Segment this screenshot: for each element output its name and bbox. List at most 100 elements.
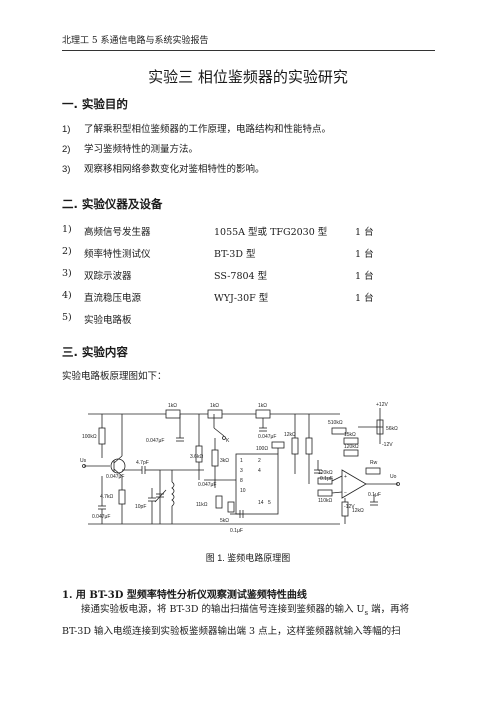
- label-110k: 110kΩ: [318, 498, 332, 504]
- ic-pin: 14: [258, 500, 264, 506]
- label-11k: 11kΩ: [196, 502, 208, 508]
- paragraph-text-tail: 端，再将: [368, 604, 410, 615]
- label-120k-b: 120kΩ: [318, 470, 333, 476]
- resistor-100k: [98, 427, 106, 445]
- item-number: 5): [62, 312, 72, 323]
- equipment-name: 双踪示波器: [84, 271, 132, 282]
- figure-caption: 图 1. 鉴频电路原理图: [205, 553, 291, 563]
- item-number: 3): [62, 268, 72, 279]
- ic-multiplier: [235, 453, 279, 515]
- equipment-name: 实验电路板: [84, 315, 132, 326]
- label-m12-opamp: -12V: [344, 504, 355, 510]
- label-rw: Rw: [370, 460, 378, 466]
- label-01-a: 0.1μF: [230, 528, 243, 534]
- label-1k-b: 1kΩ: [210, 403, 219, 409]
- resistor-510k: [331, 427, 347, 435]
- item-number: 2): [62, 246, 72, 257]
- label-0047-mid: 0.047μF: [198, 482, 216, 488]
- equipment-row: 1) 高频信号发生器 1055A 型或 TFG2030 型 1 台: [62, 224, 382, 238]
- paragraph-text: 接通实验板电源，将 BT-3D 的输出扫描信号连接到鉴频器的输入 U: [81, 604, 365, 615]
- equipment-qty: 1 台: [355, 249, 374, 260]
- resistor-15k: [343, 437, 359, 445]
- equipment-name: 频率特性测试仪: [84, 249, 151, 260]
- label-3-6k: 3.6kΩ: [190, 454, 203, 460]
- subsection-heading: 1. 用 BT-3D 型频率特性分析仪观察测试鉴频特性曲线: [62, 590, 307, 601]
- equipment-qty: 1 台: [355, 227, 374, 238]
- resistor-1k-a: [165, 409, 181, 419]
- label-4-7k: 4.7kΩ: [100, 494, 113, 500]
- paragraph-line: 接通实验板电源，将 BT-3D 的输出扫描信号连接到鉴频器的输入 Us 端，再将: [62, 600, 437, 623]
- section-heading-purpose: 一. 实验目的: [62, 97, 128, 111]
- equipment-qty: 1 台: [355, 271, 374, 282]
- label-1k-a: 1kΩ: [168, 403, 177, 409]
- label-100k: 100kΩ: [82, 434, 97, 440]
- ic-pin: 10: [240, 488, 246, 494]
- equipment-model: BT-3D 型: [214, 249, 256, 260]
- label-0047-left: 0.047μF: [92, 514, 110, 520]
- resistor-rw: [365, 467, 381, 475]
- inductor-coil: [171, 481, 175, 507]
- section-heading-equipment: 二. 实验仪器及设备: [62, 197, 163, 211]
- op-amp-minus: −: [344, 490, 347, 496]
- equipment-qty: 1 台: [355, 293, 374, 304]
- label-56k: 56kΩ: [386, 426, 398, 432]
- resistor-110k: [317, 489, 333, 497]
- resistor-11k: [215, 495, 223, 509]
- resistor-4-7k: [118, 489, 126, 505]
- page-header: 北理工 5 系通信电路与系统实验报告: [62, 34, 435, 51]
- label-120k-a: 120kΩ: [344, 444, 359, 450]
- label-uo: Uo: [390, 474, 397, 480]
- label-12k-b: 12kΩ: [352, 508, 364, 514]
- resistor-3k: [211, 449, 219, 467]
- item-number: 3): [62, 164, 71, 175]
- equipment-model: 1055A 型或 TFG2030 型: [214, 227, 328, 238]
- resistor-12k-a: [291, 437, 299, 455]
- label-4-7p: 4.7pF: [136, 460, 149, 466]
- ic-pin: 5: [268, 500, 271, 506]
- intro-text: 实验电路板原理图如下：: [62, 371, 167, 382]
- ic-pin: 4: [258, 468, 261, 474]
- item-text: 观察移相网络参数变化对鉴相特性的影响。: [84, 164, 265, 175]
- label-15k: 15kΩ: [344, 432, 356, 438]
- label-510k: 510kΩ: [328, 420, 343, 426]
- item-number: 1): [62, 124, 71, 135]
- equipment-row: 3) 双踪示波器 SS-7804 型 1 台: [62, 268, 382, 282]
- equipment-model: SS-7804 型: [214, 271, 268, 282]
- resistor-1k-b: [207, 409, 223, 419]
- section-heading-content: 三. 实验内容: [62, 345, 128, 359]
- equipment-row: 5) 实验电路板: [62, 312, 382, 326]
- label-3k: 3kΩ: [220, 458, 229, 464]
- label-us: Us: [80, 458, 87, 464]
- equipment-name: 高频信号发生器: [84, 227, 151, 238]
- circuit-diagram: 100kΩ Us 4.7kΩ 0.047μF 0.047μF 4.7pF 10p…: [80, 402, 400, 534]
- equipment-name: 直流稳压电源: [84, 293, 142, 304]
- resistor-120k-a: [343, 449, 359, 457]
- op-amp-plus: +: [344, 474, 347, 480]
- label-p12: +12V: [376, 402, 388, 408]
- resistor-100: [271, 441, 285, 449]
- ic-pin: 8: [240, 478, 243, 484]
- label-r100: 100Ω: [256, 446, 268, 452]
- resistor-1k-c: [255, 409, 271, 419]
- item-number: 4): [62, 290, 72, 301]
- equipment-model: WYJ-30F 型: [214, 293, 269, 304]
- equipment-row: 2) 频率特性测试仪 BT-3D 型 1 台: [62, 246, 382, 260]
- item-number: 1): [62, 224, 72, 235]
- document-title: 实验三 相位鉴频器的实验研究: [148, 68, 348, 86]
- paragraph-line: BT-3D 输入电缆连接到实验板鉴频器输出端 3 点上，这样鉴频器就输入等幅的扫: [62, 626, 401, 637]
- label-0047-b: 0.047μF: [106, 474, 124, 480]
- item-text: 了解乘积型相位鉴频器的工作原理，电路结构和性能特点。: [84, 124, 332, 135]
- resistor-5k: [227, 501, 235, 513]
- label-0047-d: 0.047μF: [258, 434, 276, 440]
- ic-pin: 1: [240, 458, 243, 464]
- ic-pin: 3: [240, 468, 243, 474]
- item-text: 学习鉴频特性的测量方法。: [84, 144, 199, 155]
- label-01-c: 0.1μF: [368, 492, 381, 498]
- resistor-12k-b: [305, 437, 313, 455]
- purpose-item: 1) 了解乘积型相位鉴频器的工作原理，电路结构和性能特点。: [62, 123, 331, 137]
- label-10p: 10pF: [135, 504, 146, 510]
- equipment-row: 4) 直流稳压电源 WYJ-30F 型 1 台: [62, 290, 382, 304]
- op-amp: [341, 469, 367, 499]
- label-12k-a: 12kΩ: [284, 432, 296, 438]
- transistor-symbol: [110, 458, 126, 474]
